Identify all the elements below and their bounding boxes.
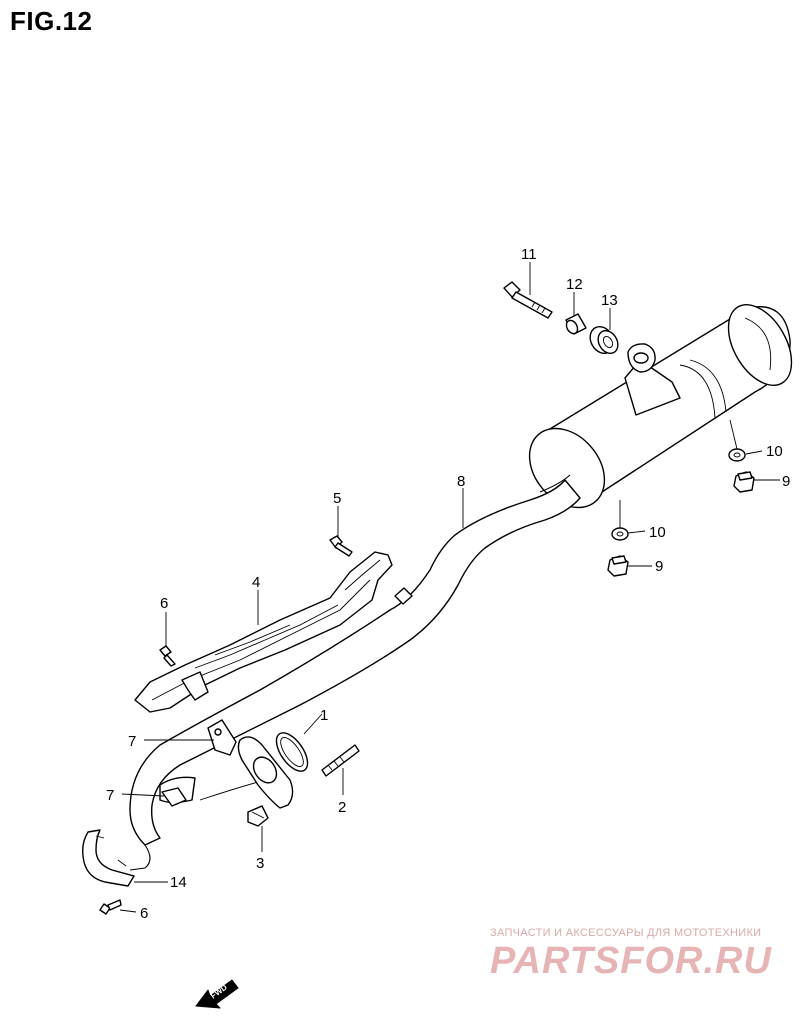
callout-6-lower: 6	[140, 905, 148, 922]
callout-9-upper: 9	[782, 473, 790, 490]
figure-title: FIG.12	[10, 6, 93, 36]
bolt-11	[503, 281, 553, 319]
callout-7-lower: 7	[106, 787, 114, 804]
plug-9-upper	[733, 471, 755, 493]
heat-shield	[134, 551, 393, 713]
watermark-brand: PARTSFOR.RU	[490, 940, 772, 982]
callout-13: 13	[601, 292, 618, 309]
callout-10-upper: 10	[766, 443, 783, 460]
callout-10-lower: 10	[649, 524, 666, 541]
callout-2: 2	[338, 799, 346, 816]
muffler	[528, 304, 793, 509]
washer-10-upper	[728, 448, 746, 462]
grommet-13	[589, 325, 619, 355]
callout-12: 12	[566, 276, 583, 293]
callout-5: 5	[333, 490, 341, 507]
callout-6-upper: 6	[160, 595, 168, 612]
callout-14: 14	[170, 874, 187, 891]
callout-3: 3	[256, 855, 264, 872]
screw-6-upper	[159, 645, 176, 667]
callout-4: 4	[252, 574, 260, 591]
callout-labels: 1 2 3 4 5 6 6 7 7 8 9 9 10 10 11 12 13 1…	[106, 246, 790, 922]
collar-12	[565, 313, 587, 335]
callout-7-upper: 7	[128, 733, 136, 750]
pipe-protector	[81, 829, 135, 887]
washer-10-lower	[611, 527, 629, 541]
bolt-5	[329, 535, 353, 557]
callout-8: 8	[457, 473, 465, 490]
screw-6-lower	[99, 899, 122, 915]
plug-9-lower	[607, 555, 629, 577]
callout-1: 1	[320, 707, 328, 724]
watermark-tagline: ЗАПЧАСТИ И АКСЕССУАРЫ ДЛЯ МОТОТЕХНИКИ	[490, 927, 762, 939]
callout-11: 11	[521, 246, 537, 263]
exhaust-flange	[161, 719, 360, 827]
leader-lines	[119, 262, 780, 913]
callout-9-lower: 9	[655, 558, 663, 575]
forward-arrow-icon: FWD	[195, 979, 239, 1009]
